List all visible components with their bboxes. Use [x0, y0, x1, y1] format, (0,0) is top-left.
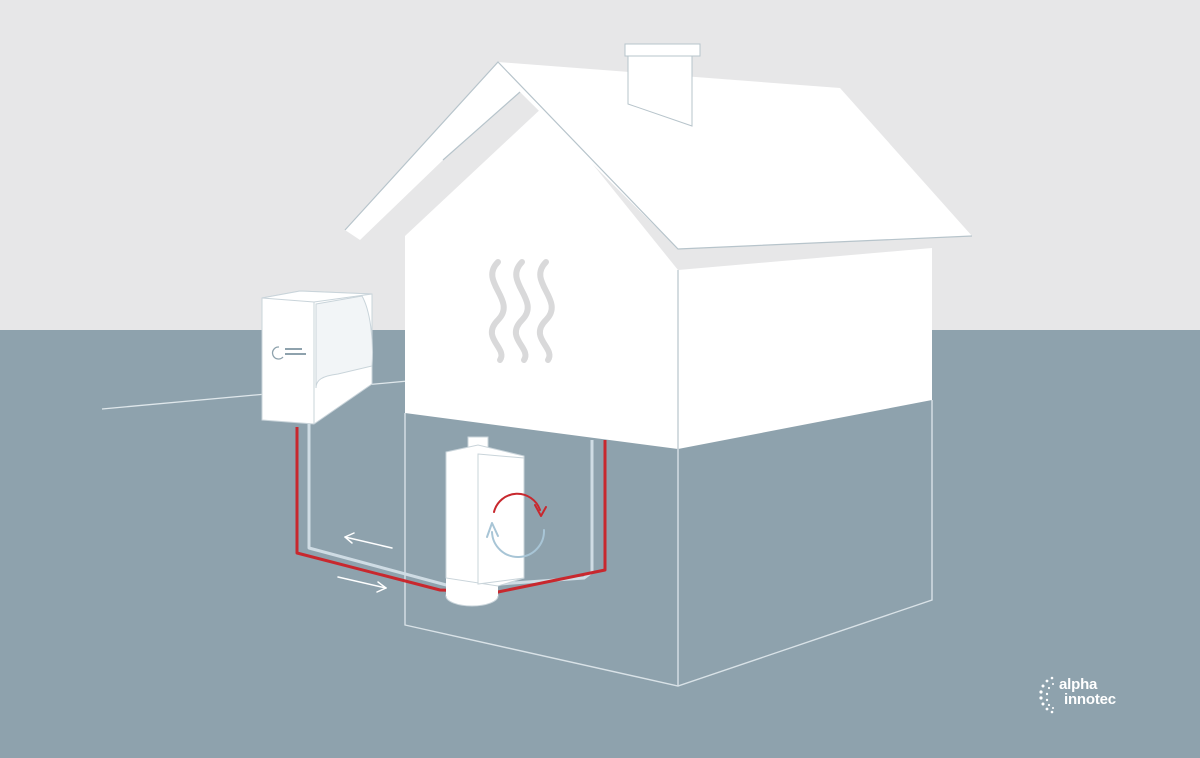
flow-arrow-icon	[344, 532, 393, 549]
outdoor-heat-pump-unit	[261, 290, 373, 425]
logo-mark-icon	[1039, 676, 1054, 714]
roof-side	[498, 62, 972, 249]
house-side-wall	[678, 248, 932, 449]
logo-mark-icon	[271, 346, 284, 360]
chimney	[624, 43, 701, 127]
flow-arrow-icon	[337, 576, 387, 593]
circulation-arrows-icon	[486, 492, 547, 558]
heat-waves-icon	[488, 259, 555, 363]
indoor-tank-unit	[445, 436, 525, 607]
basement-outline	[404, 400, 933, 687]
brand-logo-line2: innotec	[1064, 691, 1116, 708]
brand-logo-line1: alpha	[1059, 676, 1098, 693]
brand-logo: alpha innotec	[1059, 677, 1116, 707]
